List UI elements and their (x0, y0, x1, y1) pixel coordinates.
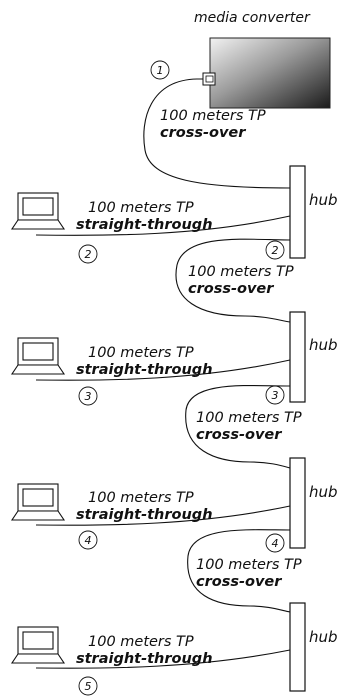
hub-label: hub (309, 191, 338, 209)
laptop-icon (10, 626, 66, 664)
number-marker: 4 (265, 533, 285, 553)
number-marker: 4 (78, 530, 98, 550)
cable-label-tp: 100 meters TP (160, 108, 266, 124)
cable-label-tp: 100 meters TP (88, 490, 194, 506)
laptop-icon (10, 192, 66, 230)
hub-label: hub (309, 336, 338, 354)
svg-text:1: 1 (157, 64, 164, 77)
cable-label-tp: 100 meters TP (196, 410, 302, 426)
svg-text:3: 3 (272, 389, 279, 402)
straight-cable-2 (35, 359, 291, 381)
crossover-cable-4 (187, 529, 291, 613)
svg-text:4: 4 (85, 534, 92, 547)
svg-text:2: 2 (85, 248, 92, 261)
svg-text:5: 5 (85, 680, 92, 693)
cable-label-crossover: cross-over (188, 281, 274, 297)
cable-label-straight: straight-through (76, 651, 213, 667)
number-marker: 5 (78, 676, 98, 696)
number-marker: 3 (78, 386, 98, 406)
cable-label-straight: straight-through (76, 362, 213, 378)
hub-3 (289, 457, 306, 549)
hub-2 (289, 311, 306, 403)
number-marker: 1 (150, 60, 170, 80)
cable-label-tp: 100 meters TP (88, 345, 194, 361)
connector-icon (197, 72, 216, 86)
crossover-cable-1 (143, 78, 291, 189)
cable-label-tp: 100 meters TP (196, 557, 302, 573)
hub-label: hub (309, 628, 338, 646)
number-marker: 2 (78, 244, 98, 264)
svg-text:2: 2 (272, 244, 279, 257)
hub-label: hub (309, 483, 338, 501)
media-converter (209, 37, 331, 109)
cable-label-straight: straight-through (76, 217, 213, 233)
cable-label-crossover: cross-over (196, 427, 282, 443)
straight-cable-3 (35, 505, 291, 526)
cable-label-tp: 100 meters TP (88, 200, 194, 216)
cable-label-crossover: cross-over (196, 574, 282, 590)
laptop-icon (10, 483, 66, 521)
hub-4 (289, 602, 306, 692)
laptop-icon (10, 337, 66, 375)
cable-label-straight: straight-through (76, 507, 213, 523)
crossover-cable-2 (175, 238, 291, 323)
svg-text:3: 3 (85, 390, 92, 403)
hub-1 (289, 165, 306, 259)
number-marker: 2 (265, 240, 285, 260)
cable-label-crossover: cross-over (160, 125, 246, 141)
crossover-cable-3 (185, 384, 291, 469)
cable-label-tp: 100 meters TP (88, 634, 194, 650)
number-marker: 3 (265, 385, 285, 405)
cable-label-tp: 100 meters TP (188, 264, 294, 280)
straight-cable-4 (35, 649, 291, 669)
svg-text:4: 4 (272, 537, 279, 550)
media-converter-title: media converter (194, 10, 311, 26)
straight-cable-1 (35, 215, 291, 236)
